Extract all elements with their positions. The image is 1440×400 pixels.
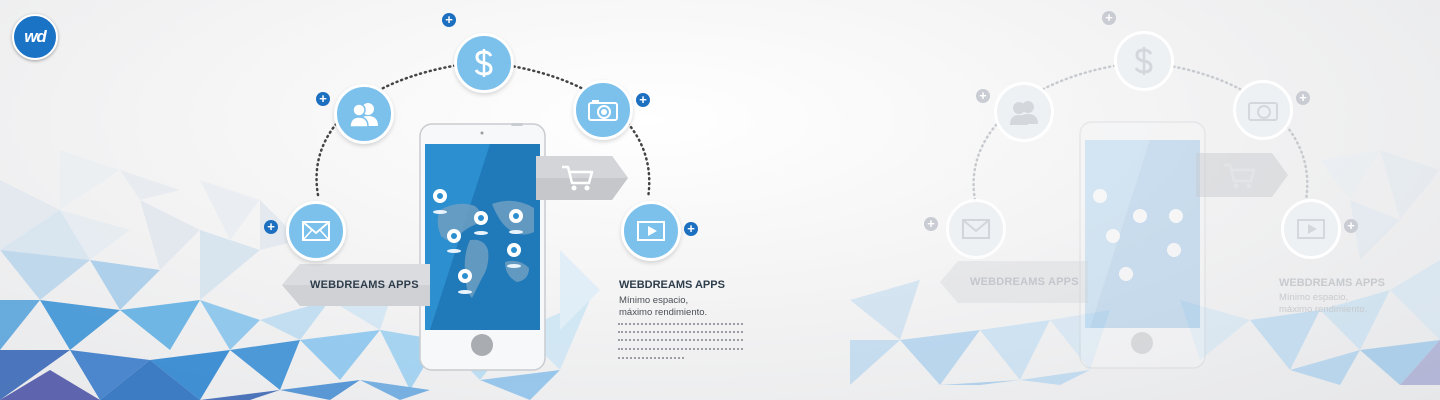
dotted-divider: [618, 348, 743, 350]
connection-arc: [315, 60, 651, 200]
ghost-dollar-feature: [1114, 31, 1174, 91]
camera-icon: [588, 100, 618, 121]
dotted-divider: [618, 331, 743, 333]
left-ribbon-label: WEBDREAMS APPS: [310, 279, 419, 291]
side-line-1: Mínimo espacio,: [619, 295, 689, 306]
mail-feature[interactable]: [286, 201, 346, 261]
ghost-smartphone-illustration: [1079, 121, 1206, 369]
ghost-cart-feature: [1220, 160, 1260, 192]
ghost-video-feature: [1281, 199, 1341, 259]
ghost-left-ribbon-label: WEBDREAMS APPS: [970, 276, 1079, 288]
video-icon: [637, 221, 665, 241]
ghost-left-label-ribbon: [940, 261, 1088, 303]
cart-icon: [562, 165, 594, 191]
cart-feature[interactable]: [558, 162, 598, 194]
smartphone-illustration: [419, 123, 546, 371]
cart-icon: [1224, 163, 1256, 189]
ghost-users-feature: [994, 82, 1054, 142]
dollar-icon: [474, 49, 493, 77]
users-icon: [349, 103, 378, 128]
ghost-cart-ribbon: [1196, 153, 1288, 197]
camera-feature[interactable]: [573, 80, 633, 140]
ghost-add-badge-icon: +: [1344, 219, 1358, 233]
video-icon: [1297, 219, 1325, 239]
ghost-side-title: WEBDREAMS APPS: [1279, 277, 1385, 289]
side-title: WEBDREAMS APPS: [619, 279, 725, 291]
video-feature[interactable]: [621, 201, 681, 261]
add-badge-icon[interactable]: +: [442, 13, 456, 27]
left-label-ribbon: [282, 264, 430, 306]
camera-icon: [1248, 102, 1278, 121]
dotted-divider: [618, 357, 684, 359]
side-line-2: máximo rendimiento.: [619, 307, 708, 318]
mail-icon: [302, 221, 330, 241]
ghost-add-badge-icon: +: [924, 217, 938, 231]
add-badge-icon[interactable]: +: [264, 220, 278, 234]
webdreams-logo[interactable]: wd: [12, 14, 58, 60]
ghost-side-line-2: máximo rendimiento.: [1279, 304, 1368, 315]
ghost-add-badge-icon: +: [1102, 11, 1116, 25]
cart-ribbon: [536, 156, 628, 200]
add-badge-icon[interactable]: +: [684, 222, 698, 236]
dollar-icon: [1134, 47, 1153, 75]
add-badge-icon[interactable]: +: [636, 93, 650, 107]
ghost-add-badge-icon: +: [1296, 91, 1310, 105]
ghost-connection-arc: [972, 60, 1309, 202]
dotted-divider: [618, 323, 743, 325]
ghost-side-line-1: Mínimo espacio,: [1279, 292, 1349, 303]
ghost-mail-feature: [946, 199, 1006, 259]
dotted-divider: [618, 339, 743, 341]
ghost-camera-feature: [1233, 80, 1293, 140]
users-feature[interactable]: [334, 84, 394, 144]
users-icon: [1010, 101, 1038, 125]
ghost-add-badge-icon: +: [976, 89, 990, 103]
mail-icon: [962, 219, 990, 239]
dollar-feature[interactable]: [454, 33, 514, 93]
add-badge-icon[interactable]: +: [316, 92, 330, 106]
